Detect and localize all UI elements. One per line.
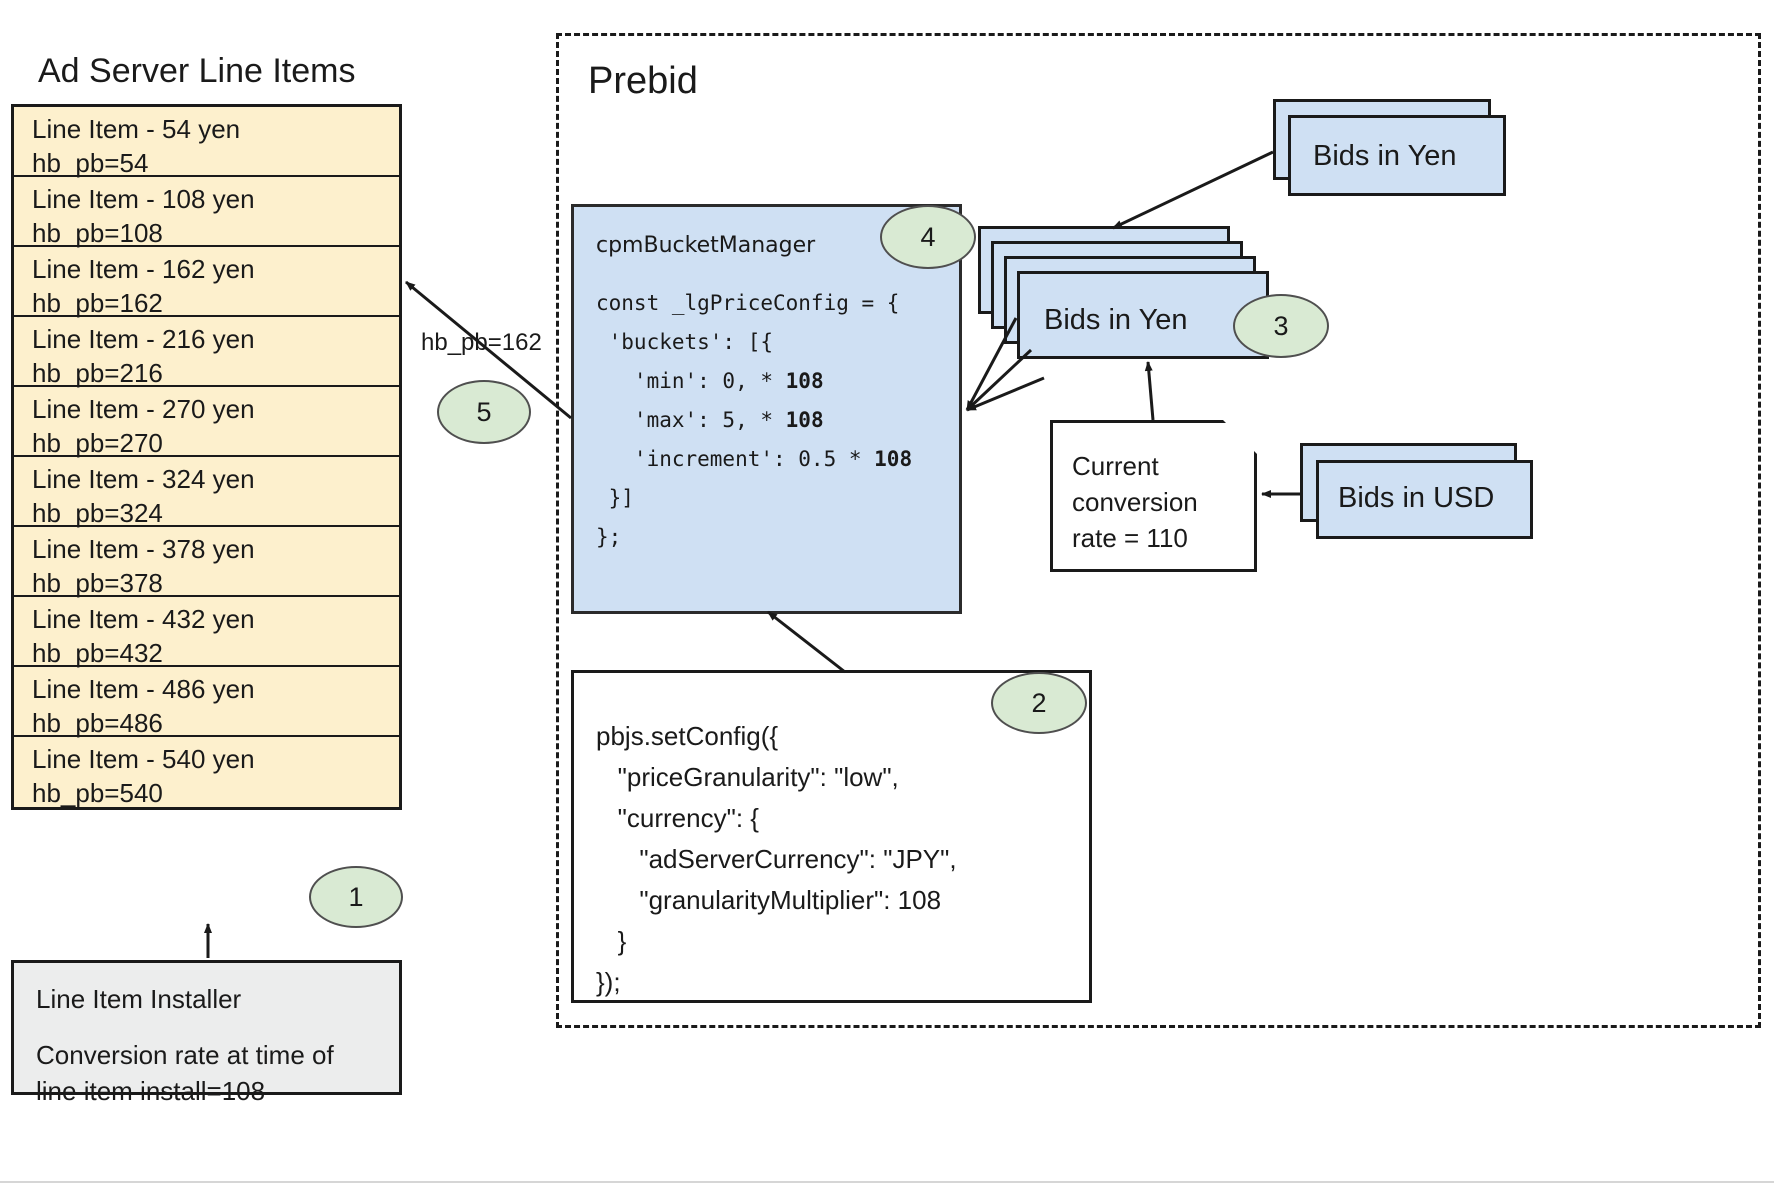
bids-in-yen-center-stack[interactable]: Bids in Yen [978, 226, 1269, 359]
step-badge-4: 4 [880, 205, 976, 269]
line-item-name: Line Item - 378 yen [32, 534, 255, 564]
step-badge-1: 1 [309, 866, 403, 928]
bid-card-layer [1288, 115, 1506, 196]
code-line: 'increment': 0.5 * 108 [596, 447, 913, 471]
code-line: 'buckets': [{ [596, 330, 774, 354]
line-item-key: hb_pb=324 [32, 498, 163, 528]
ad-server-title: Ad Server Line Items [38, 52, 356, 90]
line-item-key: hb_pb=486 [32, 708, 163, 738]
list-item[interactable]: Line Item - 108 yen hb_pb=108 [14, 177, 399, 248]
bids-in-usd-stack[interactable]: Bids in USD [1300, 443, 1550, 553]
line-item-key: hb_pb=54 [32, 148, 149, 178]
line-item-key: hb_pb=162 [32, 288, 163, 318]
conversion-rate-text: Current conversion rate = 110 [1072, 451, 1198, 553]
line-item-name: Line Item - 270 yen [32, 394, 255, 424]
installer-title: Line Item Installer [36, 984, 242, 1014]
spacer [36, 1017, 399, 1037]
code-line: }] [596, 486, 634, 510]
line-item-key: hb_pb=432 [32, 638, 163, 668]
line-item-name: Line Item - 216 yen [32, 324, 255, 354]
line-item-key: hb_pb=378 [32, 568, 163, 598]
bid-card-layer [1017, 271, 1269, 359]
page-bottom-edge [0, 1181, 1774, 1183]
line-item-name: Line Item - 162 yen [32, 254, 255, 284]
bids-in-usd-label: Bids in USD [1338, 482, 1495, 514]
code-line: 'max': 5, * 108 [596, 408, 824, 432]
line-item-key: hb_pb=540 [32, 778, 163, 808]
list-item[interactable]: Line Item - 540 yen hb_pb=540 [14, 737, 399, 808]
line-item-key: hb_pb=270 [32, 428, 163, 458]
bid-card-layer [1316, 460, 1533, 539]
list-item[interactable]: Line Item - 270 yen hb_pb=270 [14, 387, 399, 458]
cpm-bucket-manager-title: cpmBucketManager [596, 233, 816, 258]
note-shape [1050, 420, 1257, 572]
line-item-name: Line Item - 540 yen [32, 744, 255, 774]
step-badge-5: 5 [437, 380, 531, 444]
installer-note-line2: line item install=108 [36, 1076, 266, 1106]
prebid-container [556, 33, 1761, 1028]
line-item-name: Line Item - 108 yen [32, 184, 255, 214]
step-badge-2: 2 [991, 672, 1087, 734]
list-item[interactable]: Line Item - 216 yen hb_pb=216 [14, 317, 399, 388]
installer-note-line1: Conversion rate at time of [36, 1040, 334, 1070]
line-item-name: Line Item - 324 yen [32, 464, 255, 494]
prebid-title: Prebid [588, 60, 698, 102]
list-item[interactable]: Line Item - 324 yen hb_pb=324 [14, 457, 399, 528]
list-item[interactable]: Line Item - 432 yen hb_pb=432 [14, 597, 399, 668]
line-item-name: Line Item - 432 yen [32, 604, 255, 634]
code-line: const _lgPriceConfig = { [596, 291, 900, 315]
code-line: }; [596, 525, 622, 549]
edge-label-hb-pb: hb_pb=162 [419, 328, 544, 358]
cpm-bucket-manager-box: cpmBucketManager const _lgPriceConfig = … [571, 204, 962, 614]
list-item[interactable]: Line Item - 54 yen hb_pb=54 [14, 107, 399, 178]
bids-in-yen-right-label: Bids in Yen [1313, 140, 1457, 172]
cpm-bucket-manager-code: const _lgPriceConfig = { 'buckets': [{ '… [596, 284, 959, 557]
bids-in-yen-center-label: Bids in Yen [1044, 304, 1188, 336]
line-item-name: Line Item - 486 yen [32, 674, 255, 704]
line-item-key: hb_pb=216 [32, 358, 163, 388]
bids-in-yen-right-stack[interactable]: Bids in Yen [1273, 99, 1523, 209]
line-items-list: Line Item - 54 yen hb_pb=54 Line Item - … [11, 104, 402, 810]
line-item-name: Line Item - 54 yen [32, 114, 241, 144]
list-item[interactable]: Line Item - 486 yen hb_pb=486 [14, 667, 399, 738]
code-line: 'min': 0, * 108 [596, 369, 824, 393]
step-badge-3: 3 [1233, 294, 1329, 358]
set-config-code: pbjs.setConfig({ "priceGranularity": "lo… [596, 721, 957, 997]
conversion-rate-note: Current conversion rate = 110 [1050, 420, 1257, 572]
line-item-key: hb_pb=108 [32, 218, 163, 248]
line-item-installer-box: Line Item Installer Conversion rate at t… [11, 960, 402, 1106]
list-item[interactable]: Line Item - 378 yen hb_pb=378 [14, 527, 399, 598]
list-item[interactable]: Line Item - 162 yen hb_pb=162 [14, 247, 399, 318]
